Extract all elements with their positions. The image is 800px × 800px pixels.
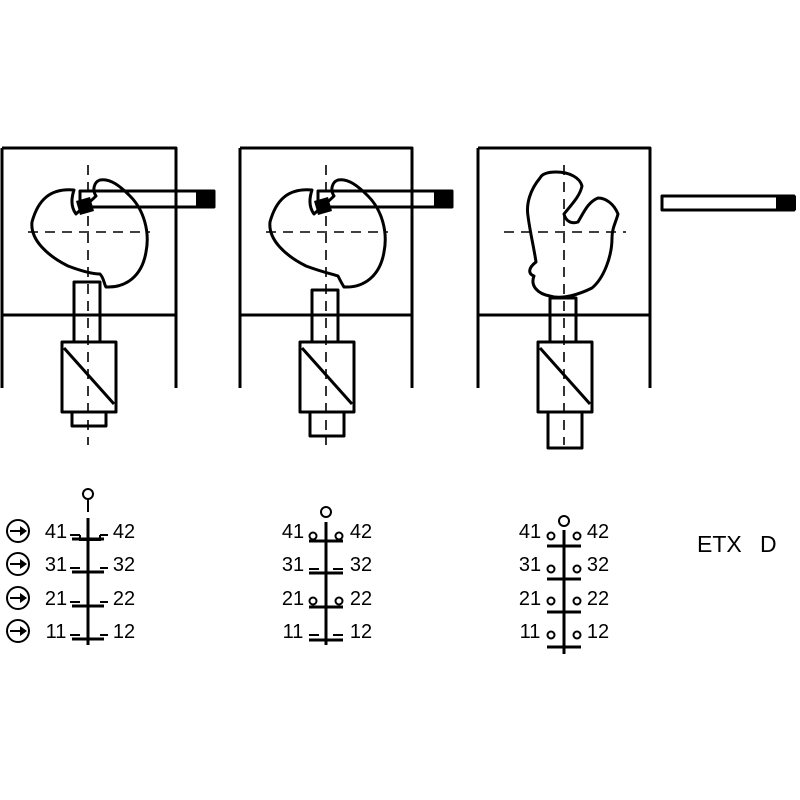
terminal-right: 42 (587, 521, 609, 543)
contact-block-1: 41 42 31 32 21 22 (6, 488, 135, 645)
plunger (72, 280, 102, 344)
terminal-right: 22 (350, 588, 372, 610)
terminal-left: 41 (45, 521, 67, 543)
terminal-right: 12 (350, 621, 372, 643)
contact-row-41-42: 41 42 (6, 519, 135, 543)
contact-row-31-32: 31 32 (519, 554, 609, 581)
terminal-right: 42 (113, 521, 135, 543)
switch-state-2 (238, 146, 454, 445)
roller-lever-cam (268, 178, 387, 289)
terminal-left: 11 (283, 621, 304, 643)
roller-lever-cam (30, 178, 149, 289)
contact-row-21-22: 21 22 (519, 588, 609, 614)
terminal-right: 42 (350, 521, 372, 543)
terminal-left: 11 (520, 621, 541, 643)
contact-block-3: 41 42 31 32 21 22 11 12 (519, 515, 609, 654)
arrow-in-circle-icon (6, 552, 30, 576)
terminal-right: 32 (350, 554, 372, 576)
switch-state-3 (476, 146, 796, 450)
contact-row-31-32: 31 32 (282, 554, 372, 576)
terminal-right: 12 (113, 621, 135, 643)
plunger (548, 296, 578, 344)
contact-row-21-22: 21 22 (282, 588, 372, 610)
contact-row-41-42: 41 42 (519, 521, 609, 548)
product-series-label: ETX (697, 531, 742, 557)
contact-row-21-22: 21 22 (6, 586, 135, 610)
terminal-right: 12 (587, 621, 609, 643)
terminal-right: 32 (113, 554, 135, 576)
roller-lever-cam (526, 170, 620, 299)
contact-row-11-12: 11 12 (520, 621, 609, 649)
actuator-rod (78, 189, 216, 209)
terminal-left: 31 (45, 554, 67, 576)
terminal-left: 41 (519, 521, 541, 543)
terminal-right: 22 (587, 588, 609, 610)
contact-row-31-32: 31 32 (6, 552, 135, 576)
contact-block-2: 41 42 31 32 21 22 11 12 (282, 506, 373, 645)
terminal-left: 11 (46, 621, 67, 643)
contact-row-11-12: 11 12 (6, 619, 135, 643)
arrow-in-circle-icon (6, 586, 30, 610)
arrow-in-circle-icon (6, 619, 30, 643)
terminal-left: 41 (282, 521, 304, 543)
actuator-rod (660, 194, 796, 212)
terminal-left: 21 (282, 588, 304, 610)
contact-row-11-12: 11 12 (283, 621, 373, 643)
switch-state-1 (0, 146, 216, 445)
terminal-left: 21 (45, 588, 67, 610)
terminal-left: 31 (282, 554, 304, 576)
arrow-in-circle-icon (6, 519, 30, 543)
product-variant-label: D (760, 531, 777, 557)
terminal-left: 21 (519, 588, 541, 610)
terminal-right: 32 (587, 554, 609, 576)
terminal-right: 22 (113, 588, 135, 610)
contact-row-41-42: 41 42 (282, 521, 372, 543)
actuator-rod (316, 189, 454, 209)
terminal-left: 31 (519, 554, 541, 576)
